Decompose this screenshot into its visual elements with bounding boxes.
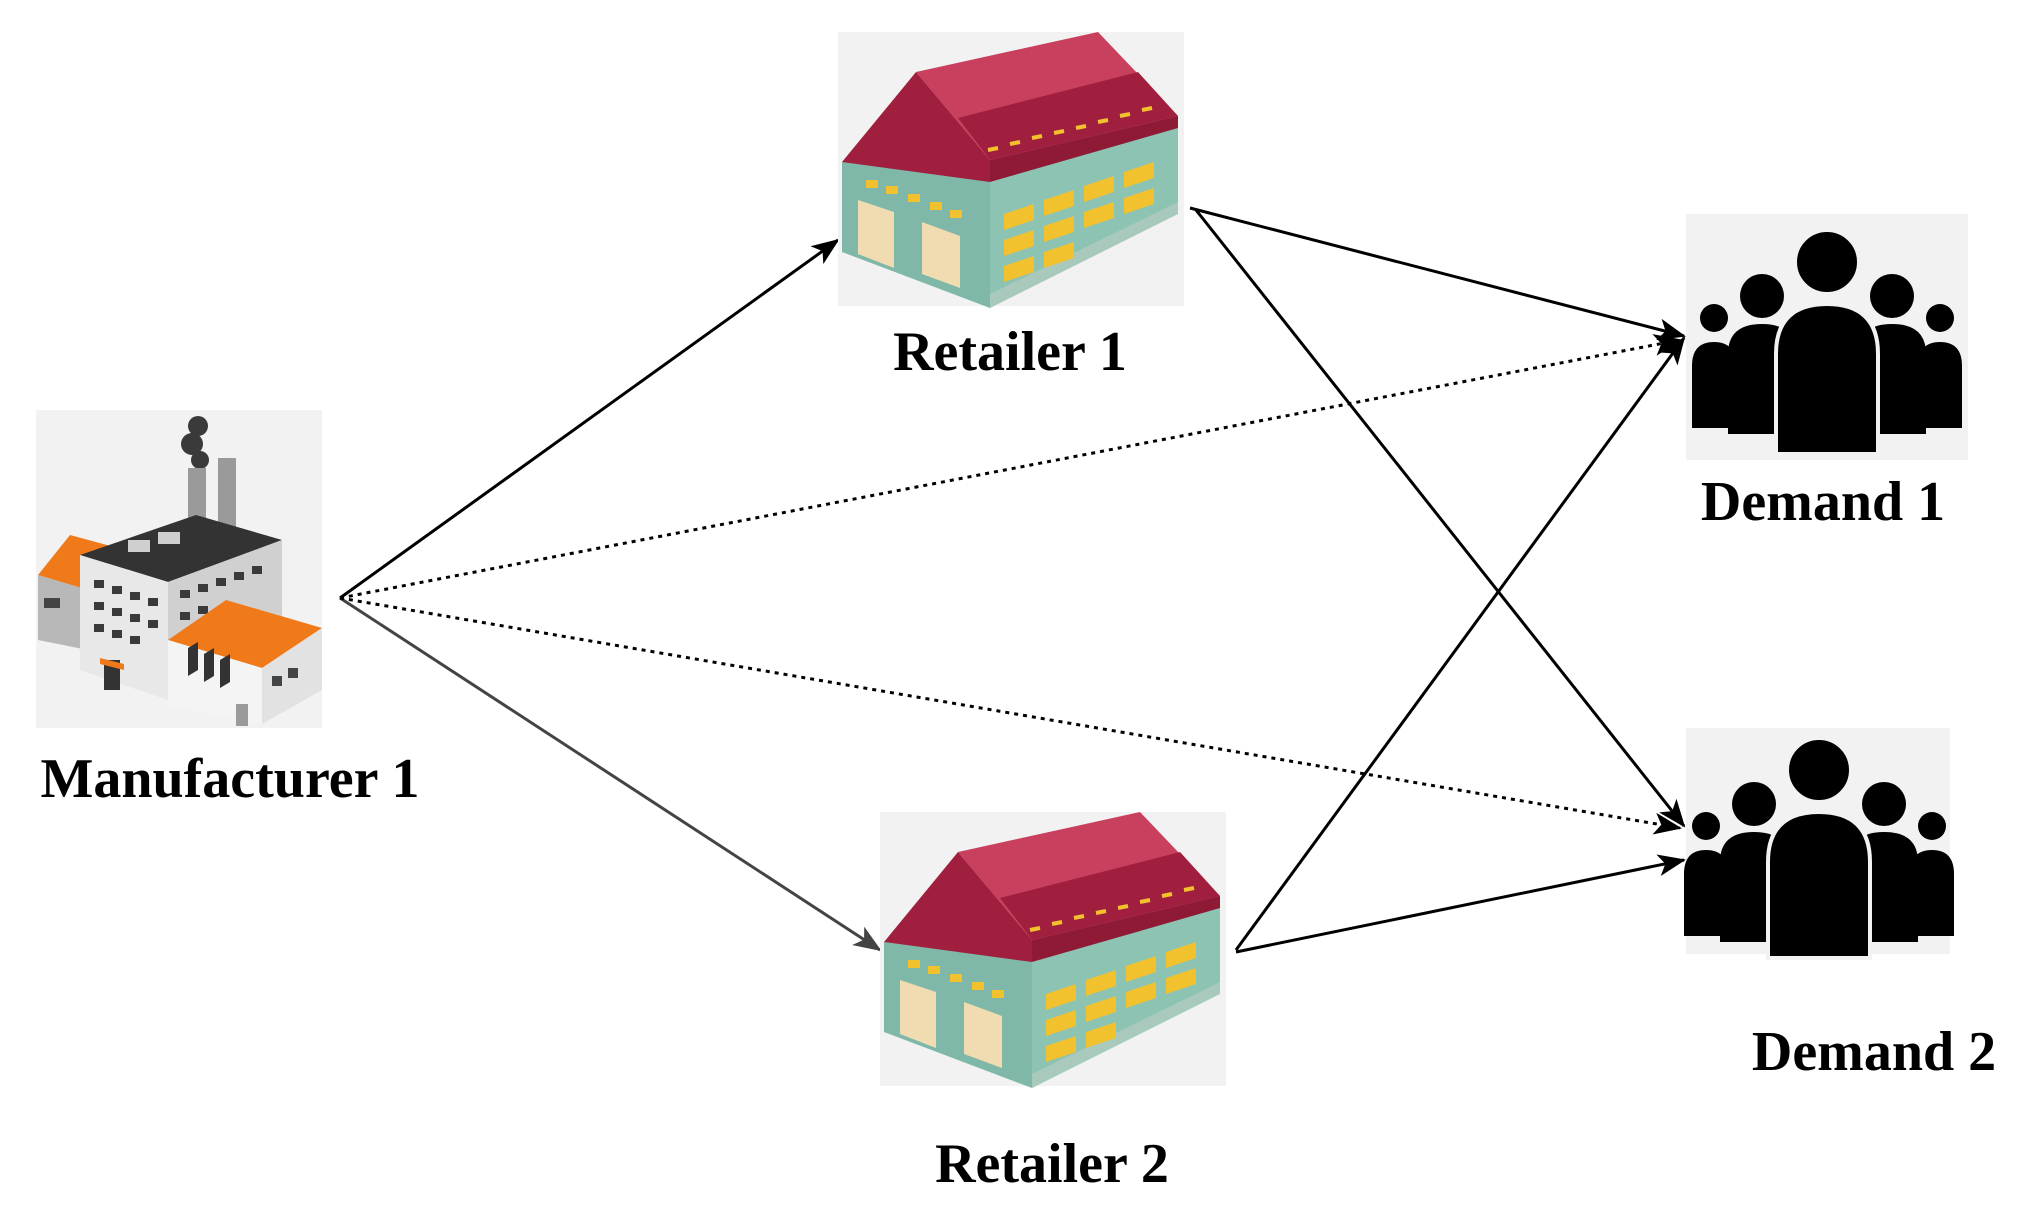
edge-manufacturer-retailer1 [339, 238, 840, 600]
edge-retailer1-demand1 [1189, 206, 1686, 341]
factory-icon [38, 416, 322, 726]
edge-manufacturer-demand2 [339, 596, 1682, 835]
edge-manufacturer-demand1 [339, 334, 1682, 600]
warehouse-icon [842, 32, 1178, 308]
people-group-icon [1692, 228, 1962, 456]
edge-manufacturer-retailer2 [339, 596, 882, 952]
demand2-label: Demand 2 [1752, 1021, 1996, 1083]
manufacturer-node: Manufacturer 1 [36, 410, 419, 810]
retailer1-label: Retailer 1 [893, 321, 1127, 383]
edge-retailer1-demand2 [1194, 209, 1686, 828]
demand1-label: Demand 1 [1701, 471, 1945, 533]
edge-retailer2-demand2 [1235, 854, 1686, 954]
retailer2-node: Retailer 2 [880, 812, 1226, 1195]
edge-retailer2-demand1 [1234, 336, 1686, 951]
people-group-icon [1684, 736, 1954, 960]
demand2-node: Demand 2 [1684, 728, 1996, 1083]
retailer2-label: Retailer 2 [935, 1133, 1169, 1195]
warehouse-icon [884, 812, 1220, 1088]
manufacturer-label: Manufacturer 1 [41, 748, 420, 810]
retailer1-node: Retailer 1 [838, 32, 1184, 383]
edges [339, 206, 1686, 954]
demand1-node: Demand 1 [1686, 214, 1968, 533]
